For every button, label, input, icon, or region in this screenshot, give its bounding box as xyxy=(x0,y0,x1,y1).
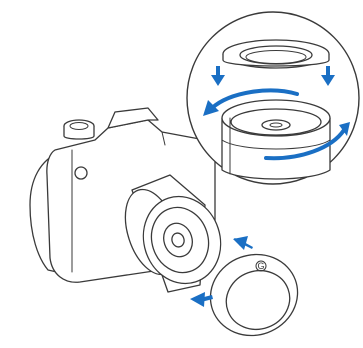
detail-inset xyxy=(187,12,359,184)
arrow-icon xyxy=(190,292,213,307)
arrow-icon xyxy=(233,236,253,250)
cap-mark-label: G xyxy=(257,261,264,271)
filter-ring-icon xyxy=(223,40,329,68)
lens-barrel-icon xyxy=(222,100,330,179)
